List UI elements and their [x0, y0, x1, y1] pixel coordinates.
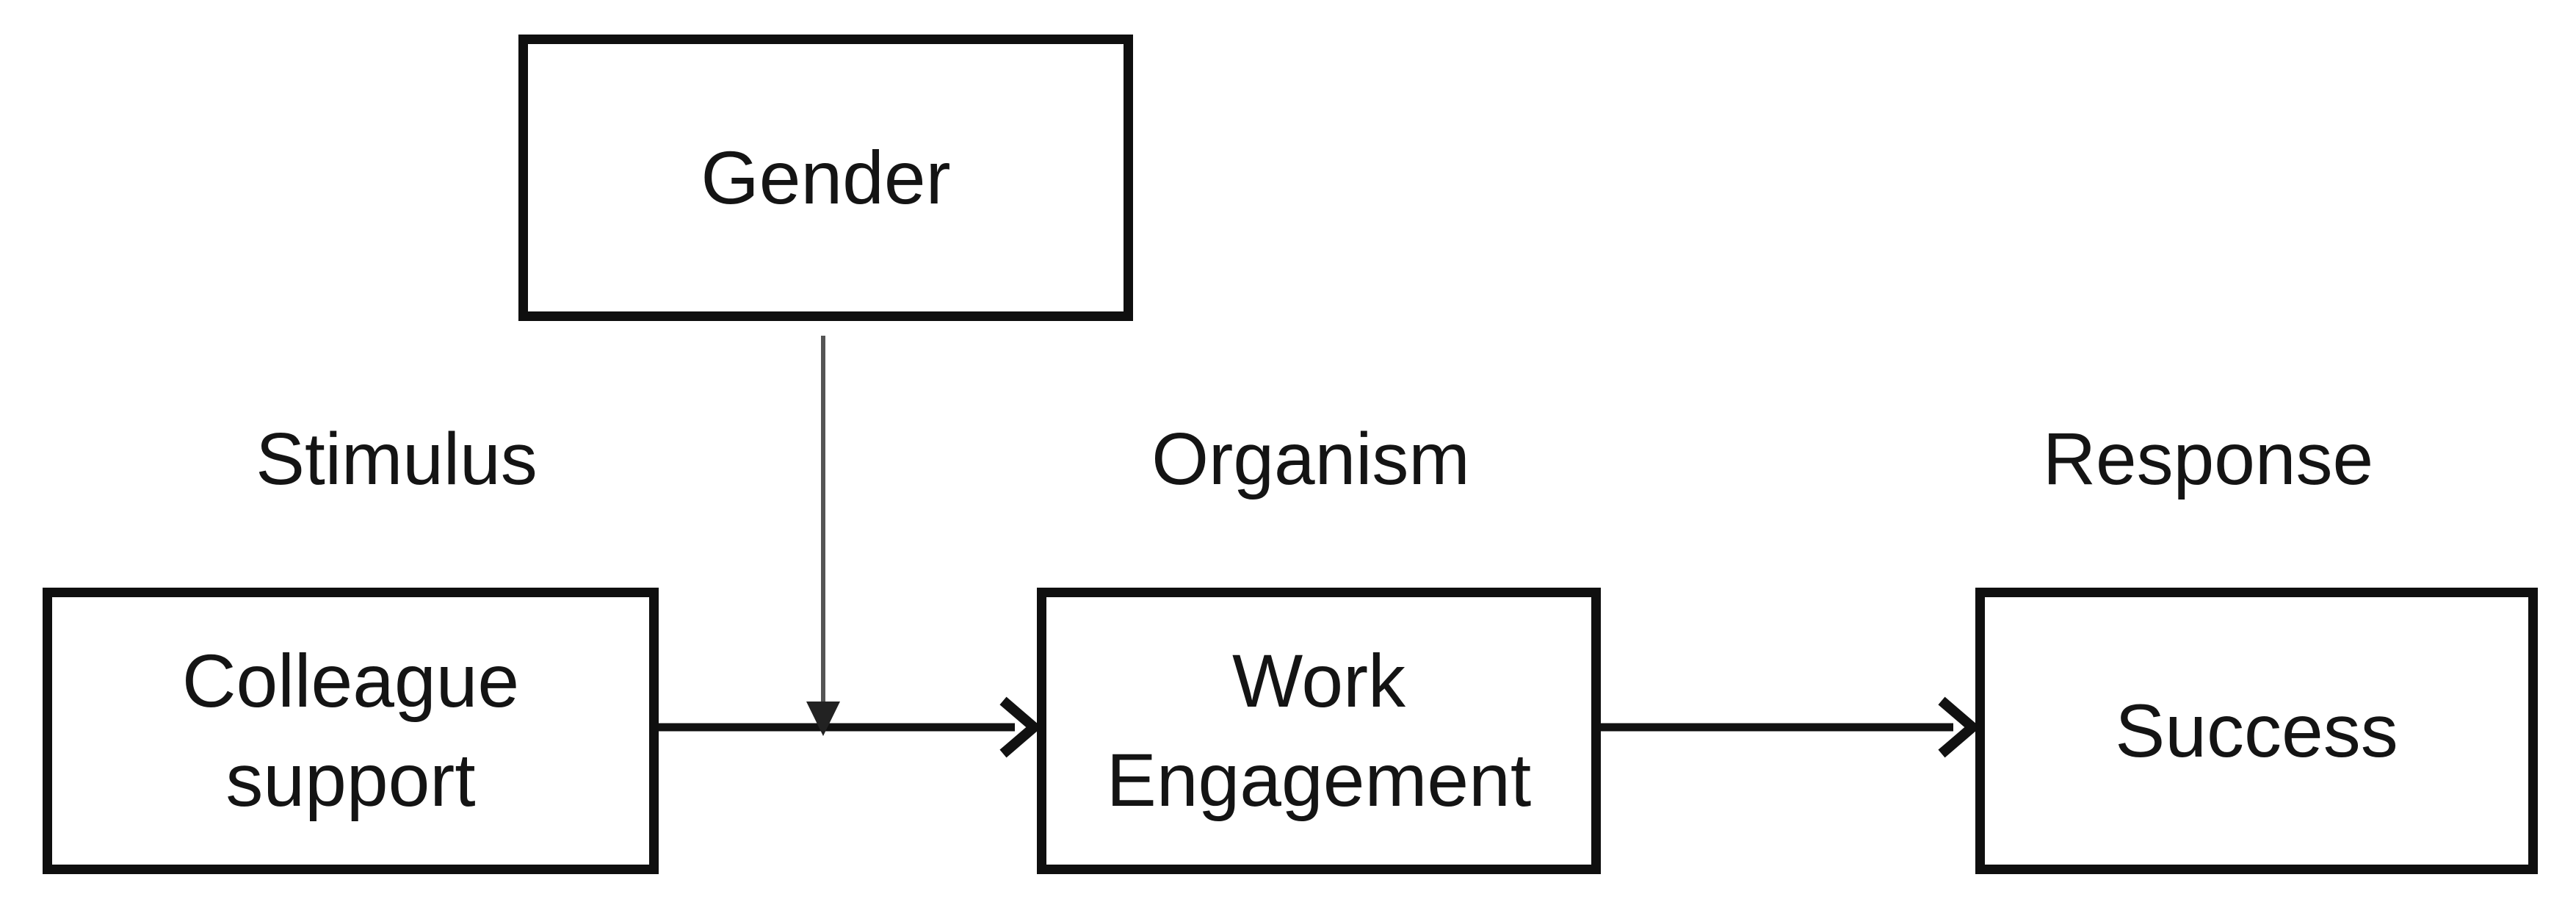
- label-response: Response: [2042, 418, 2374, 500]
- node-success-label: Success: [2115, 688, 2398, 773]
- node-work-engagement: Work Engagement: [1037, 588, 1601, 874]
- arrow-support-to-engagement-head-icon: [999, 696, 1042, 758]
- node-success: Success: [1975, 588, 2538, 874]
- node-work-engagement-label-line2: Engagement: [1106, 738, 1532, 822]
- node-gender: Gender: [518, 35, 1133, 321]
- node-colleague-support-label-line1: Colleague: [181, 639, 520, 724]
- node-colleague-support: Colleague support: [43, 588, 659, 874]
- label-stimulus: Stimulus: [256, 418, 538, 500]
- node-gender-label: Gender: [701, 135, 951, 220]
- arrow-gender-moderation-head-icon: [806, 702, 840, 736]
- node-work-engagement-label-line1: Work: [1231, 639, 1406, 724]
- arrow-engagement-to-success-head-icon: [1938, 696, 1980, 758]
- label-organism: Organism: [1151, 418, 1470, 500]
- node-colleague-support-label-line2: support: [225, 738, 476, 822]
